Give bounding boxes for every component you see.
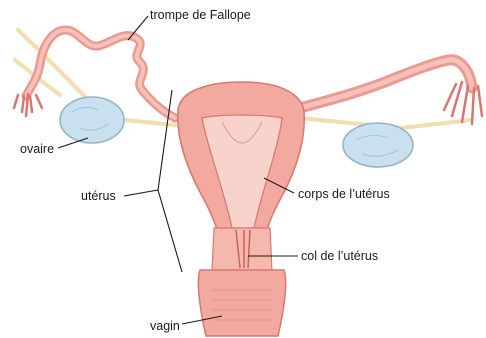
right-ovary bbox=[343, 123, 413, 167]
label-vagin: vagin bbox=[150, 320, 180, 333]
label-corps: corps de l’utérus bbox=[298, 188, 390, 201]
right-fallopian-tube bbox=[300, 60, 482, 124]
cervix bbox=[212, 228, 272, 272]
label-ovaire: ovaire bbox=[20, 143, 54, 156]
leader-uterus bbox=[124, 190, 158, 196]
label-trompe: trompe de Fallope bbox=[150, 9, 251, 22]
vagina bbox=[198, 270, 285, 336]
label-uterus: utérus bbox=[81, 190, 116, 203]
leader-ovaire bbox=[58, 138, 88, 148]
label-col: col de l’utérus bbox=[301, 250, 378, 263]
left-ovary bbox=[60, 97, 124, 143]
